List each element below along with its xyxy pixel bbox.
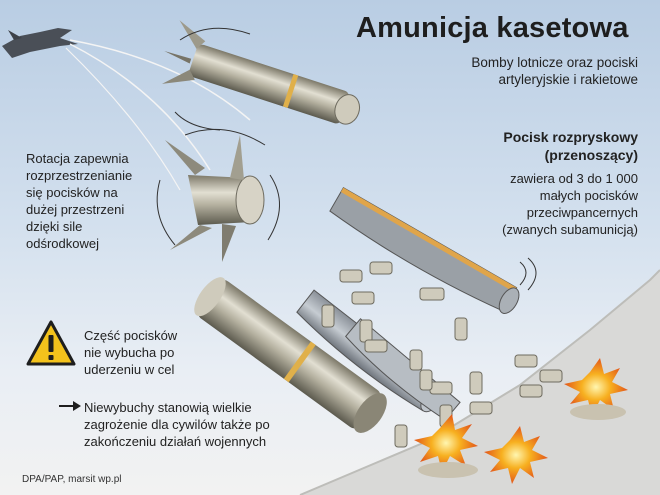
motion-mark [519, 261, 527, 286]
ground-slope [300, 270, 660, 495]
projectile-heading: Pocisk rozpryskowy (przenoszący) [503, 129, 638, 163]
main-title: Amunicja kasetowa [356, 12, 629, 44]
cluster-bomb-falling [161, 20, 361, 125]
rotation-arc [156, 179, 176, 246]
trajectory-line [69, 43, 211, 171]
explosion-icon [564, 358, 628, 416]
explosion-icon [484, 426, 548, 484]
motion-mark [527, 257, 537, 291]
rotation-arc [267, 174, 280, 241]
dust-cloud [418, 462, 478, 478]
rotation-caption: Rotacja zapewnia rozprzestrzenianie się … [26, 151, 133, 251]
rotation-arc [184, 128, 266, 146]
canister-shell-upper [329, 186, 520, 314]
explosion-icon [414, 414, 478, 472]
trajectory-line [65, 47, 181, 191]
subtitle: Bomby lotnicze oraz pociski artyleryjski… [471, 55, 638, 87]
warning-triangle-icon [26, 320, 76, 366]
rotation-arc [179, 27, 251, 41]
rotating-bomb [165, 135, 265, 262]
ground-edge [299, 269, 660, 495]
warning-caption: Część pocisków nie wybucha po uderzeniu … [84, 328, 178, 377]
rotation-arc [174, 111, 221, 131]
source-credit: DPA/PAP, marsit wp.pl [22, 474, 122, 485]
submunitions [321, 261, 563, 448]
fighter-jet-icon [2, 28, 78, 58]
dust-cloud [570, 404, 626, 420]
projectile-description: zawiera od 3 do 1 000 małych pocisków pr… [502, 171, 638, 237]
canister-half-large [194, 277, 387, 433]
danger-caption: Niewybuchy stanowią wielkie zagrożenie d… [84, 400, 270, 449]
arrow-right-icon [59, 401, 81, 411]
trajectory-line [69, 39, 251, 121]
